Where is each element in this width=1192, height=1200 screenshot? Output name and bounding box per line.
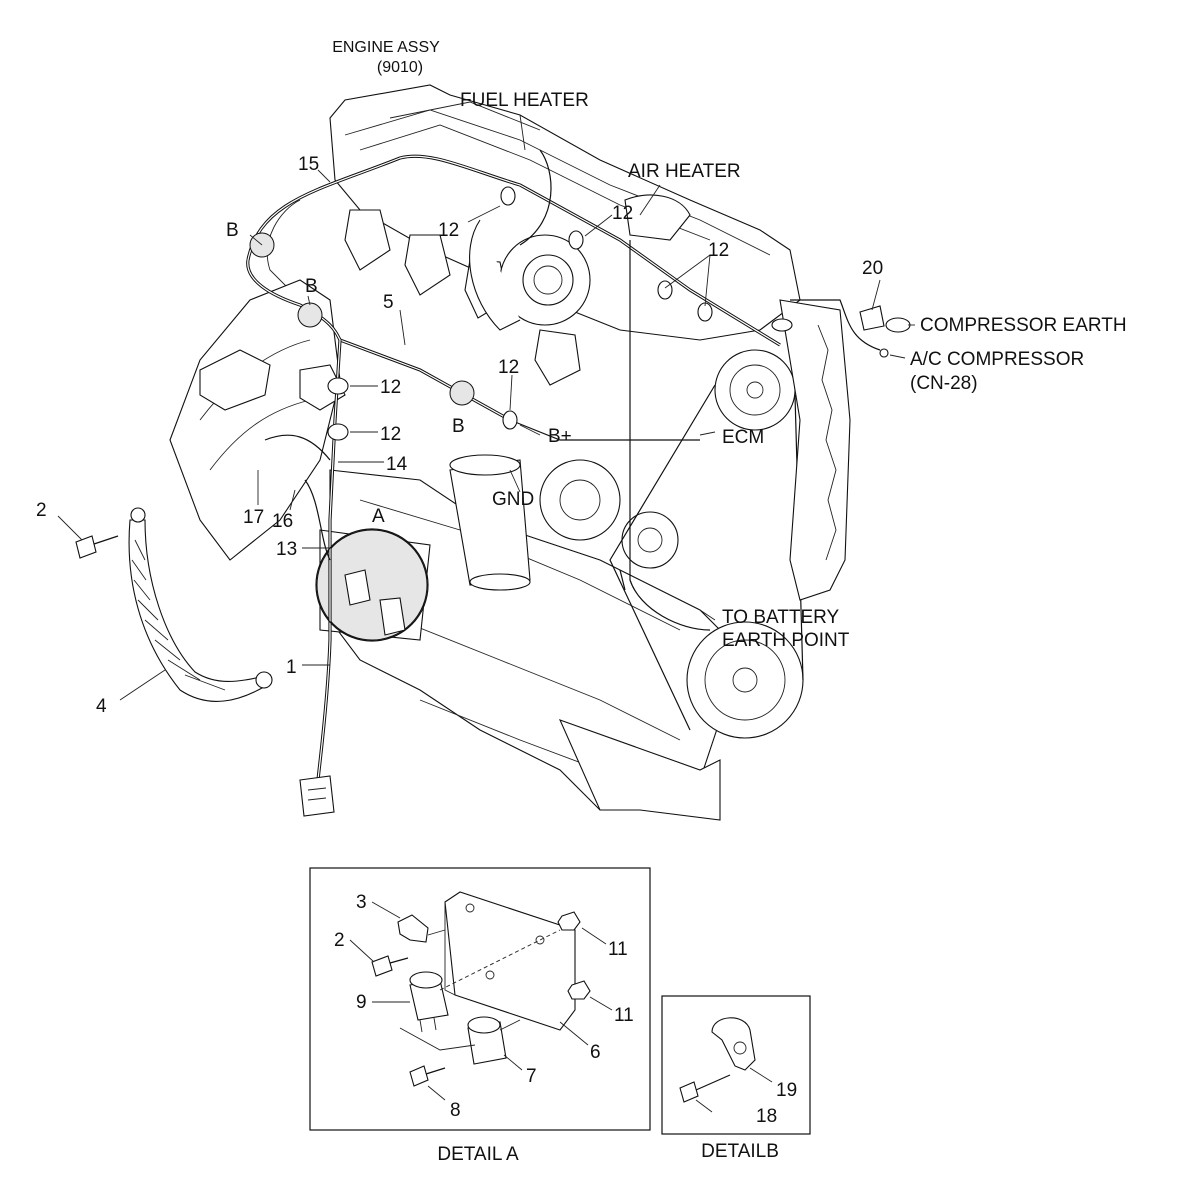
part-12-label-b: 12: [612, 203, 633, 224]
to-battery-label-2: EARTH POINT: [722, 630, 850, 651]
leader-lines: [57, 114, 915, 701]
part-20-label: 20: [862, 258, 883, 279]
detail-a-part-7: 7: [526, 1066, 537, 1087]
detail-a-part-8: 8: [450, 1100, 461, 1121]
detail-a-part-11-b: 11: [614, 1005, 634, 1026]
harness-connector: [299, 775, 335, 817]
detail-a-part-11-a: 11: [608, 939, 628, 960]
ac-compressor-label: A/C COMPRESSOR: [910, 349, 1084, 370]
detail-b-part-18: 18: [756, 1106, 777, 1127]
earth-bracket-20: [859, 305, 911, 358]
fuel-heater-label: FUEL HEATER: [460, 90, 589, 111]
ground-strap: [128, 507, 273, 702]
engine-block: [169, 84, 851, 821]
ecm-label: ECM: [722, 427, 764, 448]
part-5-label: 5: [383, 292, 394, 313]
air-heater-label: AIR HEATER: [628, 161, 741, 182]
harness-clamps: [249, 186, 793, 441]
wiring-harness: [246, 149, 881, 781]
detail-a-title: DETAIL A: [437, 1144, 519, 1165]
b-marker-3: B: [452, 416, 465, 437]
detail-a-callout-circle: [315, 528, 429, 642]
b-marker-2: B: [305, 276, 318, 297]
engine-code-label: (9010): [377, 59, 423, 76]
detail-a-marker: A: [372, 506, 385, 527]
b-marker-1: B: [226, 220, 239, 241]
part-12-label-e: 12: [380, 377, 401, 398]
detail-a-part-3: 3: [356, 892, 367, 913]
part-17-label: 17: [243, 507, 264, 528]
b-plus-label: B+: [548, 426, 572, 447]
to-battery-label-1: TO BATTERY: [722, 607, 840, 628]
detail-a-part-2: 2: [334, 930, 345, 951]
part-13-label: 13: [276, 539, 297, 560]
part-12-label-f: 12: [380, 424, 401, 445]
part-12-label-a: 12: [438, 220, 459, 241]
part-12-label-d: 12: [498, 357, 519, 378]
part-16-label: 16: [272, 511, 293, 532]
compressor-earth-label: COMPRESSOR EARTH: [920, 315, 1127, 336]
part-12-label-c: 12: [708, 240, 729, 261]
detail-a-part-9: 9: [356, 992, 367, 1013]
part-2-label-main: 2: [36, 500, 47, 521]
part-4-label: 4: [96, 696, 107, 717]
part-15-label: 15: [298, 154, 319, 175]
diagram-labels: ENGINE ASSY (9010) FUEL HEATER AIR HEATE…: [36, 39, 1127, 717]
detail-b-part-19: 19: [776, 1080, 797, 1101]
part-1-label: 1: [286, 657, 297, 678]
detail-b-title: DETAILB: [701, 1141, 779, 1162]
detail-a-panel: 3 2 9 11 11 6 7 8: [309, 867, 651, 1131]
engine-assy-label: ENGINE ASSY: [332, 39, 440, 56]
gnd-label: GND: [492, 489, 534, 510]
detail-b-panel: 19 18: [661, 995, 811, 1135]
ac-connector-label: (CN-28): [910, 373, 978, 394]
part-14-label: 14: [386, 454, 408, 475]
bolt-2: [75, 535, 119, 559]
detail-a-part-6: 6: [590, 1042, 601, 1063]
